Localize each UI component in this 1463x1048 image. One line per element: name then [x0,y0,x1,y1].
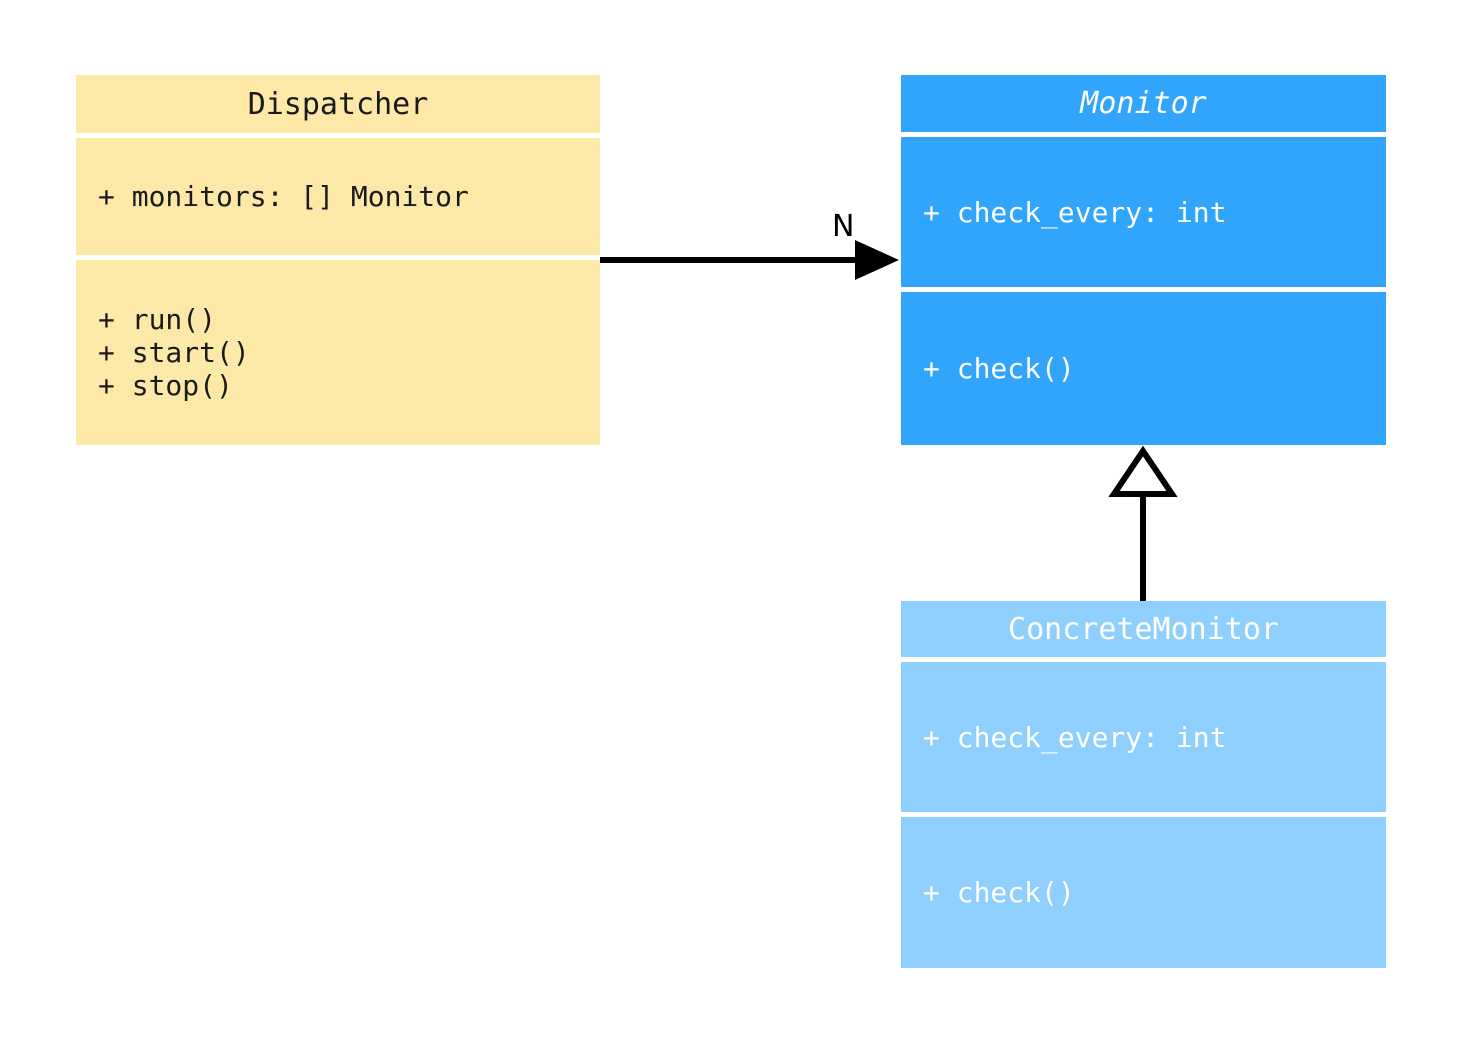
class-name-concrete-monitor: ConcreteMonitor [1008,611,1279,647]
class-name-monitor: Monitor [1080,86,1207,121]
compartment-divider [901,812,1386,817]
attribute-row: + check_every: int [923,720,1227,754]
class-attributes-monitor: + check_every: int [901,137,1386,287]
compartment-divider [76,133,600,138]
method-row: + check() [923,352,1075,385]
compartment-divider [901,132,1386,137]
class-methods-dispatcher: + run() + start() + stop() [76,260,600,445]
class-title-dispatcher: Dispatcher [76,75,600,133]
class-title-monitor: Monitor [901,75,1386,132]
class-methods-concrete-monitor: + check() [901,817,1386,968]
method-row: + stop() [98,369,233,402]
generalization-hollow-triangle-icon [1108,445,1178,497]
association-dispatcher-to-monitor [600,240,899,280]
class-box-concrete-monitor[interactable]: ConcreteMonitor + check_every: int + che… [901,601,1386,968]
generalization-concrete-monitor-to-monitor [1108,445,1178,601]
class-methods-monitor: + check() [901,292,1386,445]
method-row: + run() [98,303,217,336]
attribute-row: + check_every: int [923,195,1227,229]
class-box-dispatcher[interactable]: Dispatcher + monitors: [] Monitor + run(… [76,75,600,445]
class-box-monitor[interactable]: Monitor + check_every: int + check() [901,75,1386,445]
association-arrowhead-icon [855,240,899,280]
class-name-dispatcher: Dispatcher [247,86,429,122]
compartment-divider [76,255,600,260]
method-row: + check() [923,876,1075,909]
class-attributes-dispatcher: + monitors: [] Monitor [76,138,600,255]
method-row: + start() [98,336,250,369]
multiplicity-label-n: N [832,209,855,244]
compartment-divider [901,287,1386,292]
attribute-row: + monitors: [] Monitor [98,180,469,213]
class-attributes-concrete-monitor: + check_every: int [901,662,1386,812]
compartment-divider [901,657,1386,662]
class-title-concrete-monitor: ConcreteMonitor [901,601,1386,657]
